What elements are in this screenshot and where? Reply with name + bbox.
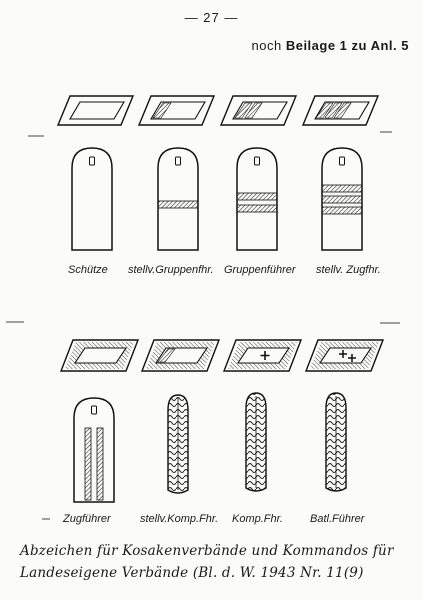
page-number: — 27 — [184,10,239,25]
rank-label-schuetze: Schütze [68,264,108,276]
collar-patch-komp-fuehrer [222,339,303,372]
collar-patch-stellv-zugfuehrer [301,95,380,126]
rank-label-batl-fuehrer: Batl.Führer [310,513,365,525]
rank-label-zugfuehrer: Zugführer [63,513,111,525]
appendix-reference: noch Beilage 1 zu Anl. 5 [251,38,409,53]
shoulder-strap-schuetze [71,147,113,251]
collar-patch-stellv-gruppenfuehrer [137,95,216,126]
collar-patch-gruppenfuehrer [219,95,298,126]
shoulder-strap-stellv-gruppenfuehrer [157,147,199,251]
separator-marks [6,131,400,520]
rank-label-stellv-zugfuehrer: stellv. Zugfhr. [316,264,381,276]
handwritten-note-line-1: Abzeichen für Kosakenverbände und Komman… [20,543,394,559]
shoulder-strap-komp-fuehrer [245,392,267,492]
collar-patch-batl-fuehrer [304,339,385,372]
shoulder-strap-gruppenfuehrer [236,147,278,251]
collar-patch-stellv-komp-fuehrer [140,339,221,372]
rank-label-gruppenfuehrer: Gruppenführer [224,264,296,276]
collar-patch-zugfuehrer [59,339,140,372]
shoulder-strap-stellv-komp-fuehrer [167,394,189,494]
collar-patch-schuetze [56,95,135,126]
handwritten-note-line-2: Landeseigene Verbände (Bl. d. W. 1943 Nr… [20,565,364,581]
shoulder-strap-batl-fuehrer [325,392,347,492]
rank-label-stellv-komp-fuehrer: stellv.Komp.Fhr. [140,513,219,525]
rank-label-stellv-gruppenfuehrer: stellv.Gruppenfhr. [128,264,214,276]
shoulder-strap-zugfuehrer [73,397,115,503]
shoulder-strap-stellv-zugfuehrer [321,147,363,251]
rank-label-komp-fuehrer: Komp.Fhr. [232,513,283,525]
